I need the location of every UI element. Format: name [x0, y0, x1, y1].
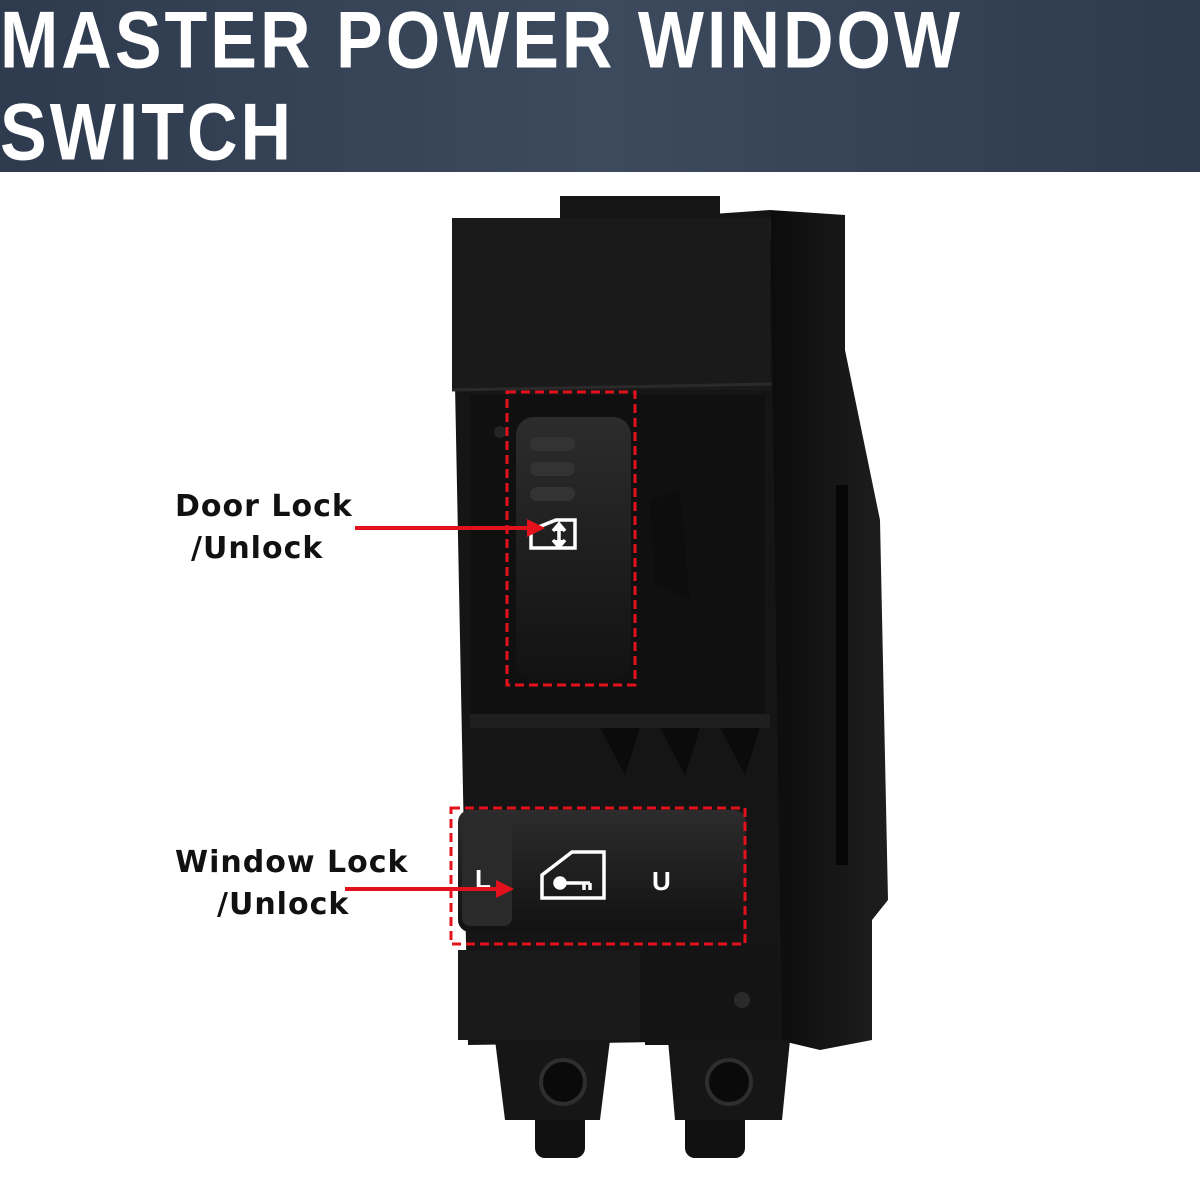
screw-top [494, 426, 506, 438]
title-banner: MASTER POWER WINDOW SWITCH [0, 0, 1200, 177]
side-rail [836, 485, 848, 865]
window-lock-icon [540, 850, 606, 900]
housing-side [770, 210, 888, 1050]
door-lock-icon [529, 518, 577, 550]
window-lock-switch [458, 810, 746, 932]
window-lock-label-line1: Window Lock [175, 845, 409, 880]
window-lock-label-line2: /Unlock [217, 887, 350, 922]
switch-letter-u: U [652, 866, 671, 896]
window-lock-highlight [449, 806, 747, 946]
switch-letter-l: L [475, 864, 491, 894]
door-lock-label-line1: Door Lock [175, 489, 353, 524]
top-tab [560, 196, 720, 218]
page-title: MASTER POWER WINDOW SWITCH [0, 0, 964, 177]
door-lock-label-line2: /Unlock [191, 531, 324, 566]
door-lock-label: Door Lock /Unlock [175, 486, 353, 570]
window-lock-label: Window Lock /Unlock [175, 842, 408, 926]
top-block [452, 218, 770, 390]
product-photo: L U [345, 196, 888, 1158]
door-lock-highlight [505, 390, 637, 687]
